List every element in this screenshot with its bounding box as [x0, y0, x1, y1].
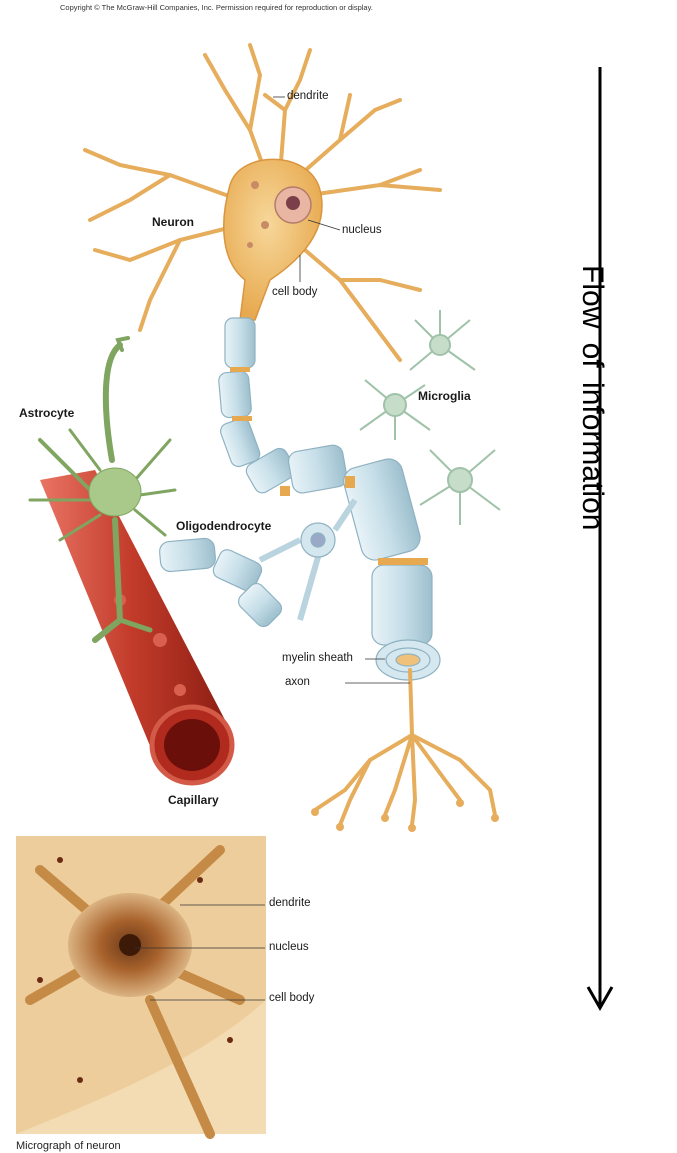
label-oligodendrocyte: Oligodendrocyte [176, 519, 271, 533]
label-cell-body: cell body [272, 286, 317, 298]
micrograph-caption: Micrograph of neuron [16, 1140, 121, 1152]
label-axon: axon [285, 676, 310, 688]
label-neuron: Neuron [152, 215, 194, 229]
neuron-micrograph [16, 836, 266, 1134]
label-astrocyte: Astrocyte [19, 406, 74, 420]
label-myelin-sheath: myelin sheath [282, 652, 353, 664]
label-microglia: Microglia [418, 389, 471, 403]
micrograph-label-cell-body: cell body [269, 992, 314, 1004]
micrograph-label-nucleus: nucleus [269, 941, 309, 953]
flow-of-information-label: Flow of information [572, 265, 612, 385]
label-dendrite: dendrite [287, 90, 329, 102]
axon-terminal-boutons [311, 799, 499, 832]
myelinated-axon [218, 318, 440, 680]
flow-arrow [588, 67, 612, 1008]
label-capillary: Capillary [168, 793, 219, 807]
axon-terminals [315, 670, 495, 825]
micrograph-label-dendrite: dendrite [269, 897, 311, 909]
label-nucleus: nucleus [342, 224, 382, 236]
